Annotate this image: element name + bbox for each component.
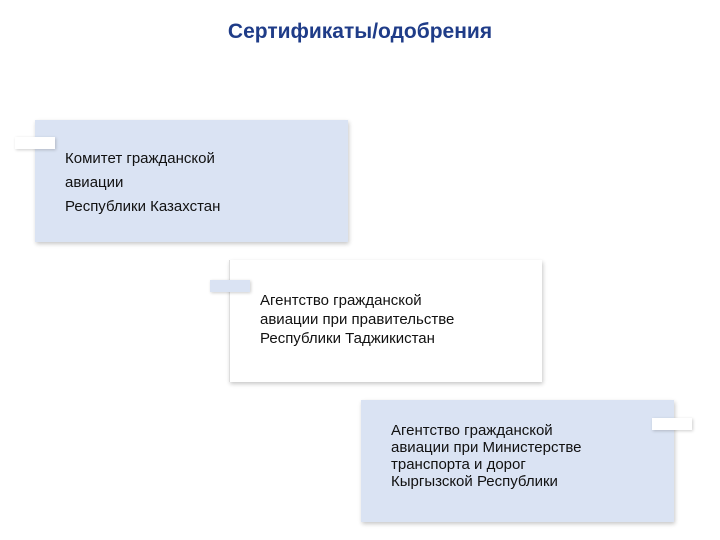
card-kazakhstan: Комитет гражданской авиации Республики К… [35, 120, 348, 242]
card-tab [652, 418, 692, 430]
card-text: Комитет гражданской авиации Республики К… [65, 150, 221, 215]
card-text: Агентство гражданской авиации при правит… [260, 292, 455, 347]
card-tajikistan: Агентство гражданской авиации при правит… [229, 260, 542, 382]
card-kyrgyzstan: Агентство гражданской авиации при Минист… [361, 400, 674, 522]
slide-title: Сертификаты/одобрения [227, 20, 493, 43]
card-tab [210, 280, 250, 292]
card-text: Агентство гражданской авиации при Минист… [391, 422, 582, 490]
card-tab [15, 137, 55, 149]
